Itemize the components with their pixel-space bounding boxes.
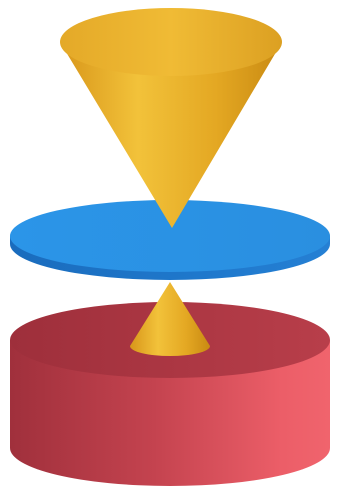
top-cone <box>60 8 282 228</box>
top-cone-base <box>60 8 282 76</box>
